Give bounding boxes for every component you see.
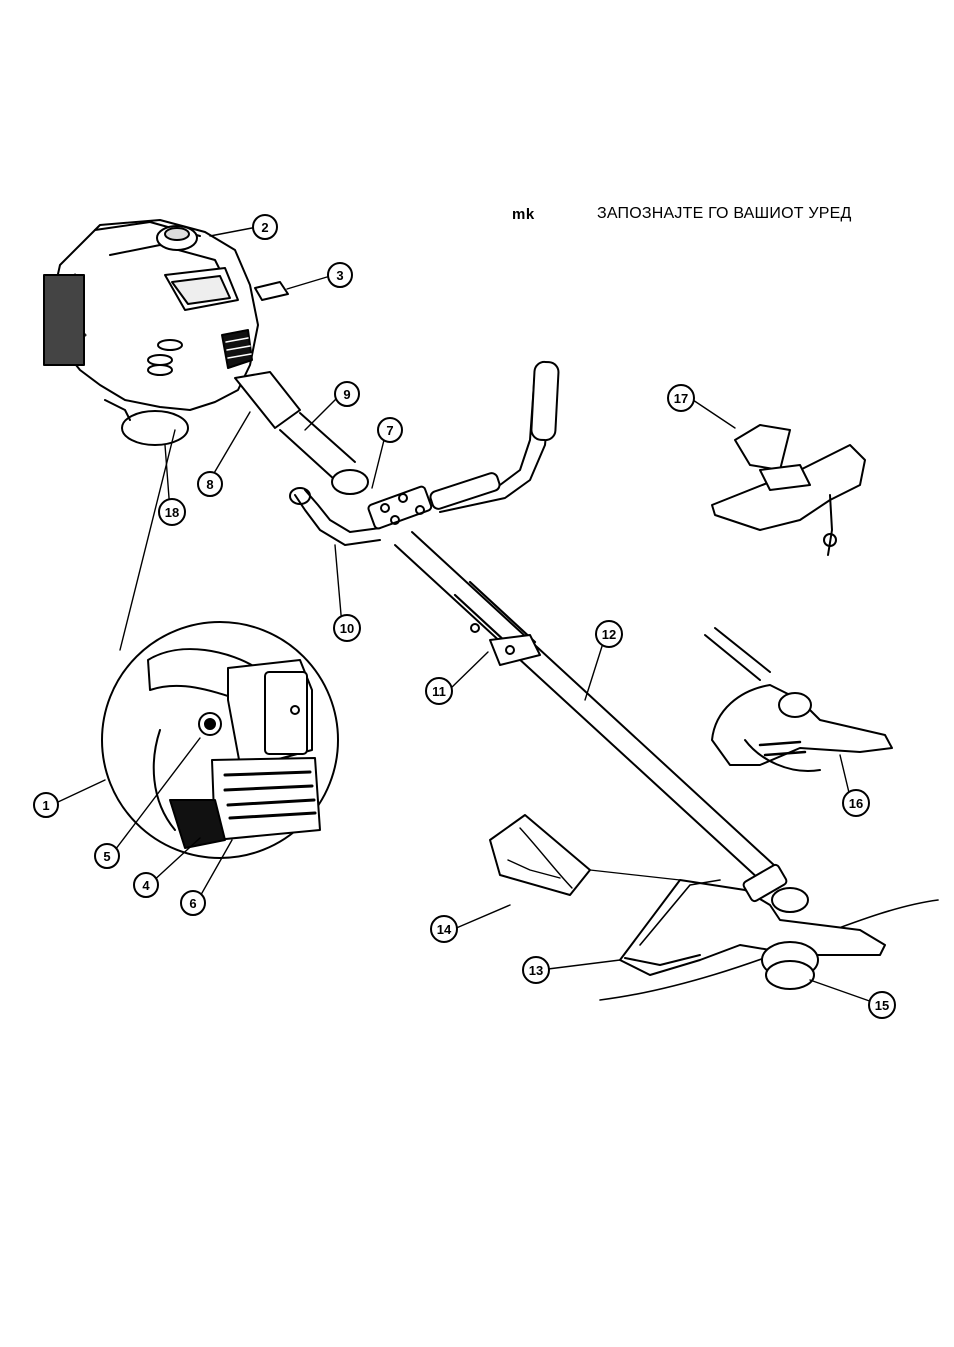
svg-text:13: 13 [529, 963, 543, 978]
callout-10: 10 [334, 615, 360, 641]
svg-text:3: 3 [336, 268, 343, 283]
harness [712, 425, 865, 555]
callout-5: 5 [95, 844, 119, 868]
svg-text:7: 7 [386, 423, 393, 438]
callout-14: 14 [431, 916, 457, 942]
svg-text:18: 18 [165, 505, 179, 520]
svg-text:11: 11 [432, 684, 446, 699]
svg-text:4: 4 [142, 878, 150, 893]
callout-6: 6 [181, 891, 205, 915]
callout-11: 11 [426, 678, 452, 704]
svg-text:16: 16 [849, 796, 863, 811]
callout-3: 3 [328, 263, 352, 287]
callout-16: 16 [843, 790, 869, 816]
svg-text:15: 15 [875, 998, 889, 1013]
callout-18: 18 [159, 499, 185, 525]
svg-text:8: 8 [206, 477, 213, 492]
callout-7: 7 [378, 418, 402, 442]
svg-text:12: 12 [602, 627, 616, 642]
callout-17: 17 [668, 385, 694, 411]
callout-8: 8 [198, 472, 222, 496]
trimmer-head [490, 815, 938, 1000]
svg-text:6: 6 [189, 896, 196, 911]
svg-text:1: 1 [42, 798, 49, 813]
callout-2: 2 [253, 215, 277, 239]
engine-unit [44, 220, 288, 445]
svg-text:9: 9 [343, 387, 350, 402]
blade-guard-alt [705, 628, 892, 771]
svg-text:5: 5 [103, 849, 110, 864]
callout-1: 1 [34, 793, 58, 817]
callout-4: 4 [134, 873, 158, 897]
svg-text:2: 2 [261, 220, 268, 235]
callout-15: 15 [869, 992, 895, 1018]
svg-text:14: 14 [437, 922, 452, 937]
callout-9: 9 [335, 382, 359, 406]
svg-text:17: 17 [674, 391, 688, 406]
callout-13: 13 [523, 957, 549, 983]
svg-text:10: 10 [340, 621, 354, 636]
callout-12: 12 [596, 621, 622, 647]
